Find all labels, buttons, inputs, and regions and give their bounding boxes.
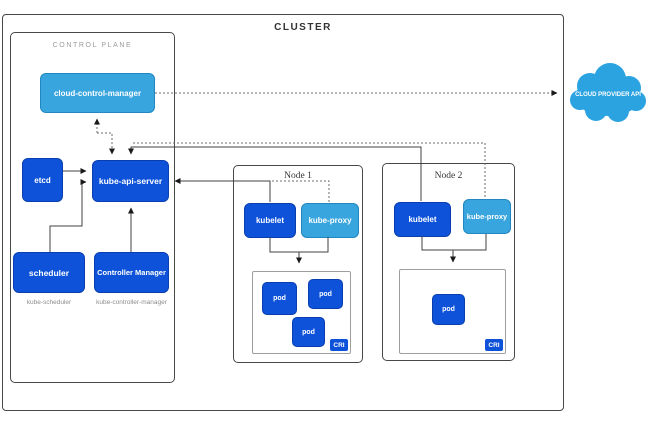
node2-cri-box: pod CRI <box>399 269 506 354</box>
node1-pod: pod <box>262 282 297 315</box>
node2-kube-proxy-box: kube-proxy <box>463 199 511 234</box>
cluster-label: CLUSTER <box>274 22 332 33</box>
node1-pod: pod <box>292 317 325 347</box>
cloud-provider-api-label: CLOUD PROVIDER API <box>575 92 641 98</box>
node1-kube-proxy-box: kube-proxy <box>301 203 359 238</box>
node2-pod: pod <box>432 294 465 325</box>
node2-label: Node 2 <box>434 171 463 181</box>
node1-cri-badge: CRI <box>330 339 348 351</box>
kube-scheduler-sublabel: kube-scheduler <box>26 299 72 306</box>
node2-kubelet-box: kubelet <box>394 202 451 237</box>
node1-kubelet-box: kubelet <box>244 203 296 238</box>
controller-manager-box: Controller Manager <box>94 252 169 293</box>
node2-cri-badge: CRI <box>485 339 503 351</box>
kube-controller-manager-sublabel: kube-controller-manager <box>96 299 167 306</box>
node1-pod: pod <box>308 279 343 309</box>
node1-label: Node 1 <box>284 171 312 181</box>
scheduler-box: scheduler <box>13 252 85 293</box>
control-plane-label: CONTROL PLANE <box>52 42 133 49</box>
node2-frame: Node 2 kubelet kube-proxy pod CRI <box>382 163 515 361</box>
node1-cri-box: pod pod pod CRI <box>252 271 351 354</box>
cloud-control-manager-box: cloud-control-manager <box>40 73 155 113</box>
etcd-box: etcd <box>22 158 63 202</box>
node1-frame: Node 1 kubelet kube-proxy pod pod pod CR… <box>233 165 363 363</box>
kube-api-server-box: kube-api-server <box>92 160 169 202</box>
